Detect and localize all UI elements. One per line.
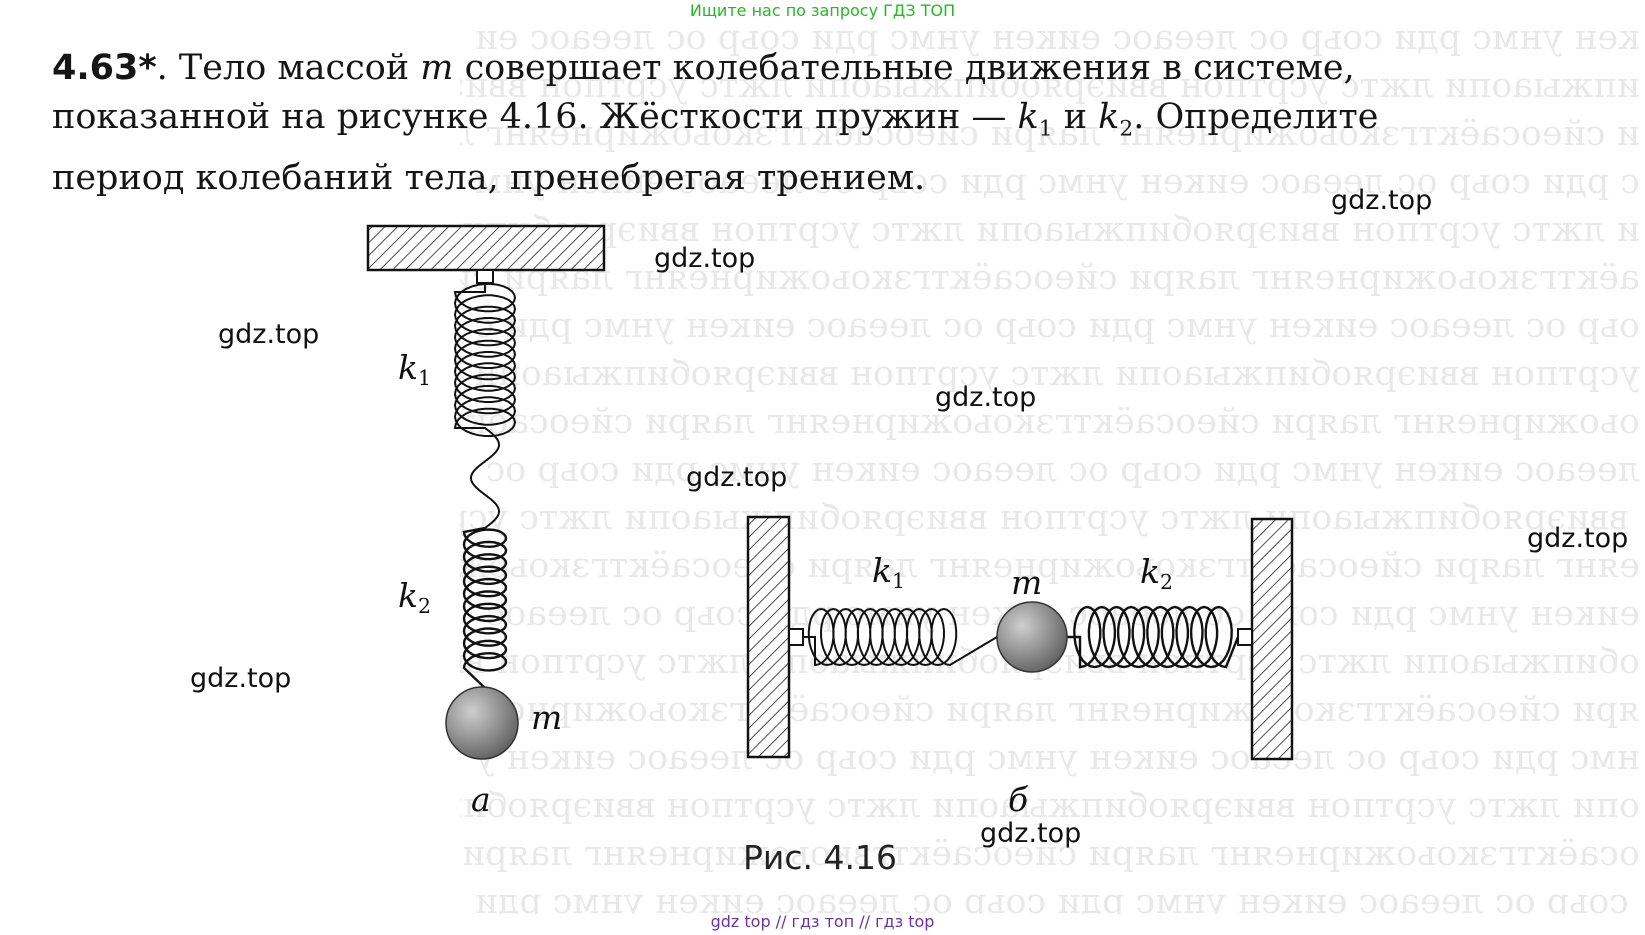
label-b: б: [1008, 780, 1029, 819]
label-a: а: [471, 780, 491, 819]
mass-variable: m: [420, 48, 454, 88]
label-mass-a: m: [531, 698, 563, 737]
watermark[interactable]: gdz.top: [686, 462, 788, 493]
label-k1-b: k1: [872, 551, 906, 594]
mass-ball-a: [445, 686, 519, 760]
label-k1-a: k1: [398, 348, 432, 391]
figure-caption: Рис. 4.16: [743, 838, 897, 877]
label-mass-b: m: [1011, 563, 1043, 602]
watermark[interactable]: gdz.top: [1331, 185, 1433, 216]
label-k2-b: k2: [1140, 552, 1174, 595]
watermark[interactable]: gdz.top: [190, 663, 292, 694]
right-wall: [1250, 517, 1294, 761]
problem-line-2: показанной на рисунке 4.16. Жёсткости пр…: [52, 97, 1379, 142]
watermark[interactable]: gdz.top: [935, 382, 1037, 413]
spring-k1-vertical: [453, 283, 517, 529]
k1-variable: k1: [1017, 97, 1053, 142]
spring-k2-horizontal: [1067, 605, 1240, 669]
spring-k1-horizontal: [803, 607, 998, 667]
watermark[interactable]: gdz.top: [218, 319, 320, 350]
right-hook: [1237, 628, 1253, 646]
left-hook: [788, 628, 804, 646]
watermark[interactable]: gdz.top: [654, 243, 756, 274]
problem-number: 4.63*: [52, 48, 157, 88]
watermark[interactable]: gdz.top: [980, 818, 1082, 849]
problem-text: 4.63*. Тело массой m совершает колебател…: [52, 44, 1612, 203]
ceiling-hook: [476, 269, 494, 284]
k2-variable: k2: [1098, 97, 1134, 142]
label-k2-a: k2: [398, 576, 432, 619]
problem-line-3: период колебаний тела, пренебрегая трени…: [52, 157, 926, 198]
spring-k2-vertical: [462, 526, 508, 689]
ceiling-support: [366, 224, 606, 272]
bottom-banner[interactable]: gdz top // гдз топ // гдз top: [710, 912, 935, 931]
top-banner[interactable]: Ищите нас по запросу ГДЗ ТОП: [689, 1, 956, 20]
problem-line-1: 4.63*. Тело массой m совершает колебател…: [52, 48, 1355, 88]
watermark[interactable]: gdz.top: [1527, 523, 1629, 554]
left-wall: [746, 515, 791, 759]
mass-ball-b: [996, 601, 1068, 673]
